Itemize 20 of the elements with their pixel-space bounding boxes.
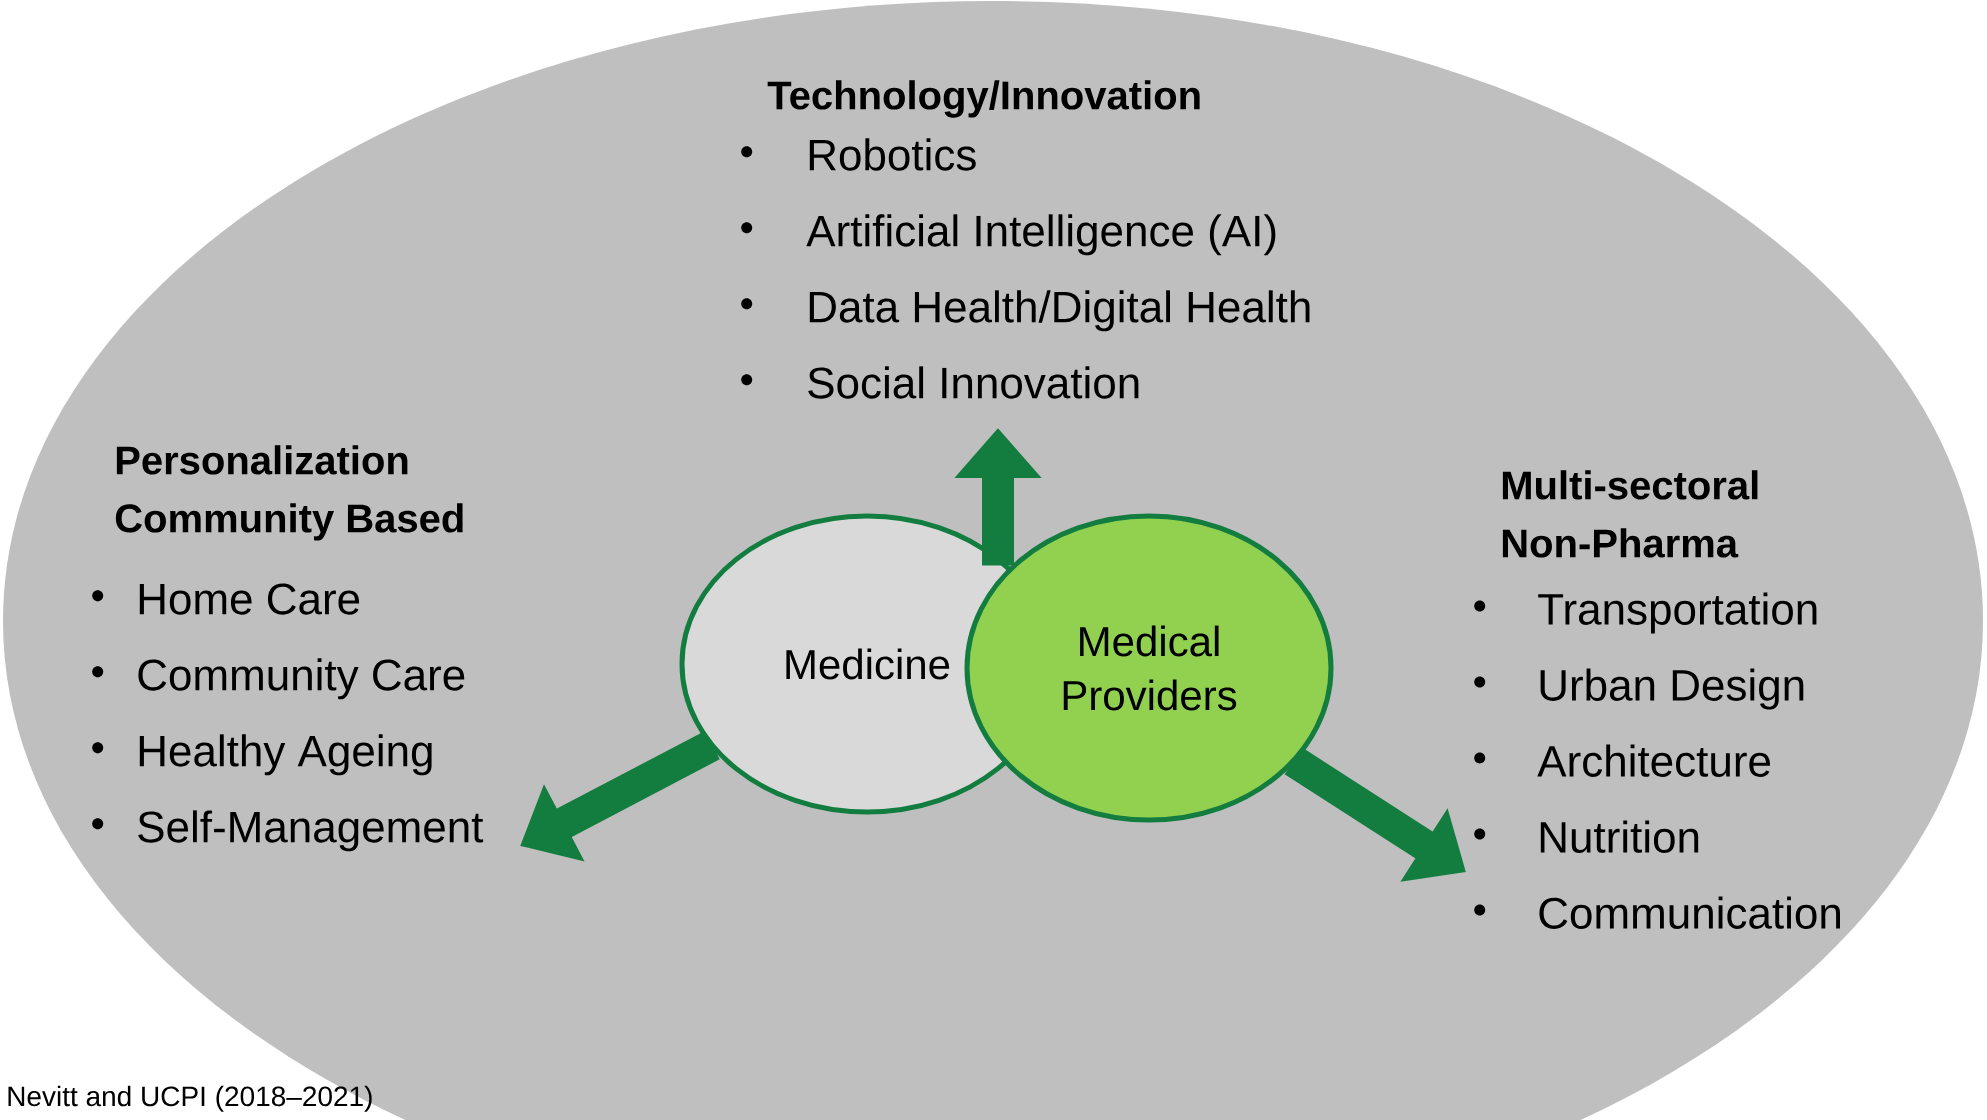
node-label: Technology/Innovation [767, 80, 1200, 118]
citation: Nevitt and UCPI (2018–2021) [8, 1085, 372, 1112]
bullet-list: Technology/Innovation Robotics Artificial Intelligence (AI) Data Health/Digital Health Social Innovation [741, 80, 1310, 399]
node-label: Architecture [1537, 744, 1770, 777]
node-label: Home Care [139, 583, 360, 615]
node-label: Transportation [1538, 592, 1817, 634]
node-label: Robotics [809, 138, 976, 171]
node-label: Urban Design [1540, 668, 1804, 710]
node-label: Community Care [138, 658, 465, 700]
node-label: Communication [1539, 896, 1840, 929]
node-label: Nutrition [1540, 820, 1699, 853]
node-label: Data Health/Digital Health [809, 290, 1310, 332]
bullet-list: Personalization Community Based Home Care Community Care Healthy Ageing Self-Management [92, 445, 484, 852]
node-label: Personalization Community Based [115, 445, 463, 541]
bullet-list: Multi-sectoral Non-Pharma Transportation Urban Design Architecture Nutrition Communication [1474, 470, 1840, 929]
node-label: Self-Management [138, 810, 484, 852]
node-label: Social Innovation [808, 366, 1139, 399]
node-label: Multi-sectoral Non-Pharma [1502, 470, 1758, 558]
node-label: Healthy Ageing [139, 734, 432, 776]
node-label: Artificial Intelligence (AI) [806, 214, 1276, 256]
